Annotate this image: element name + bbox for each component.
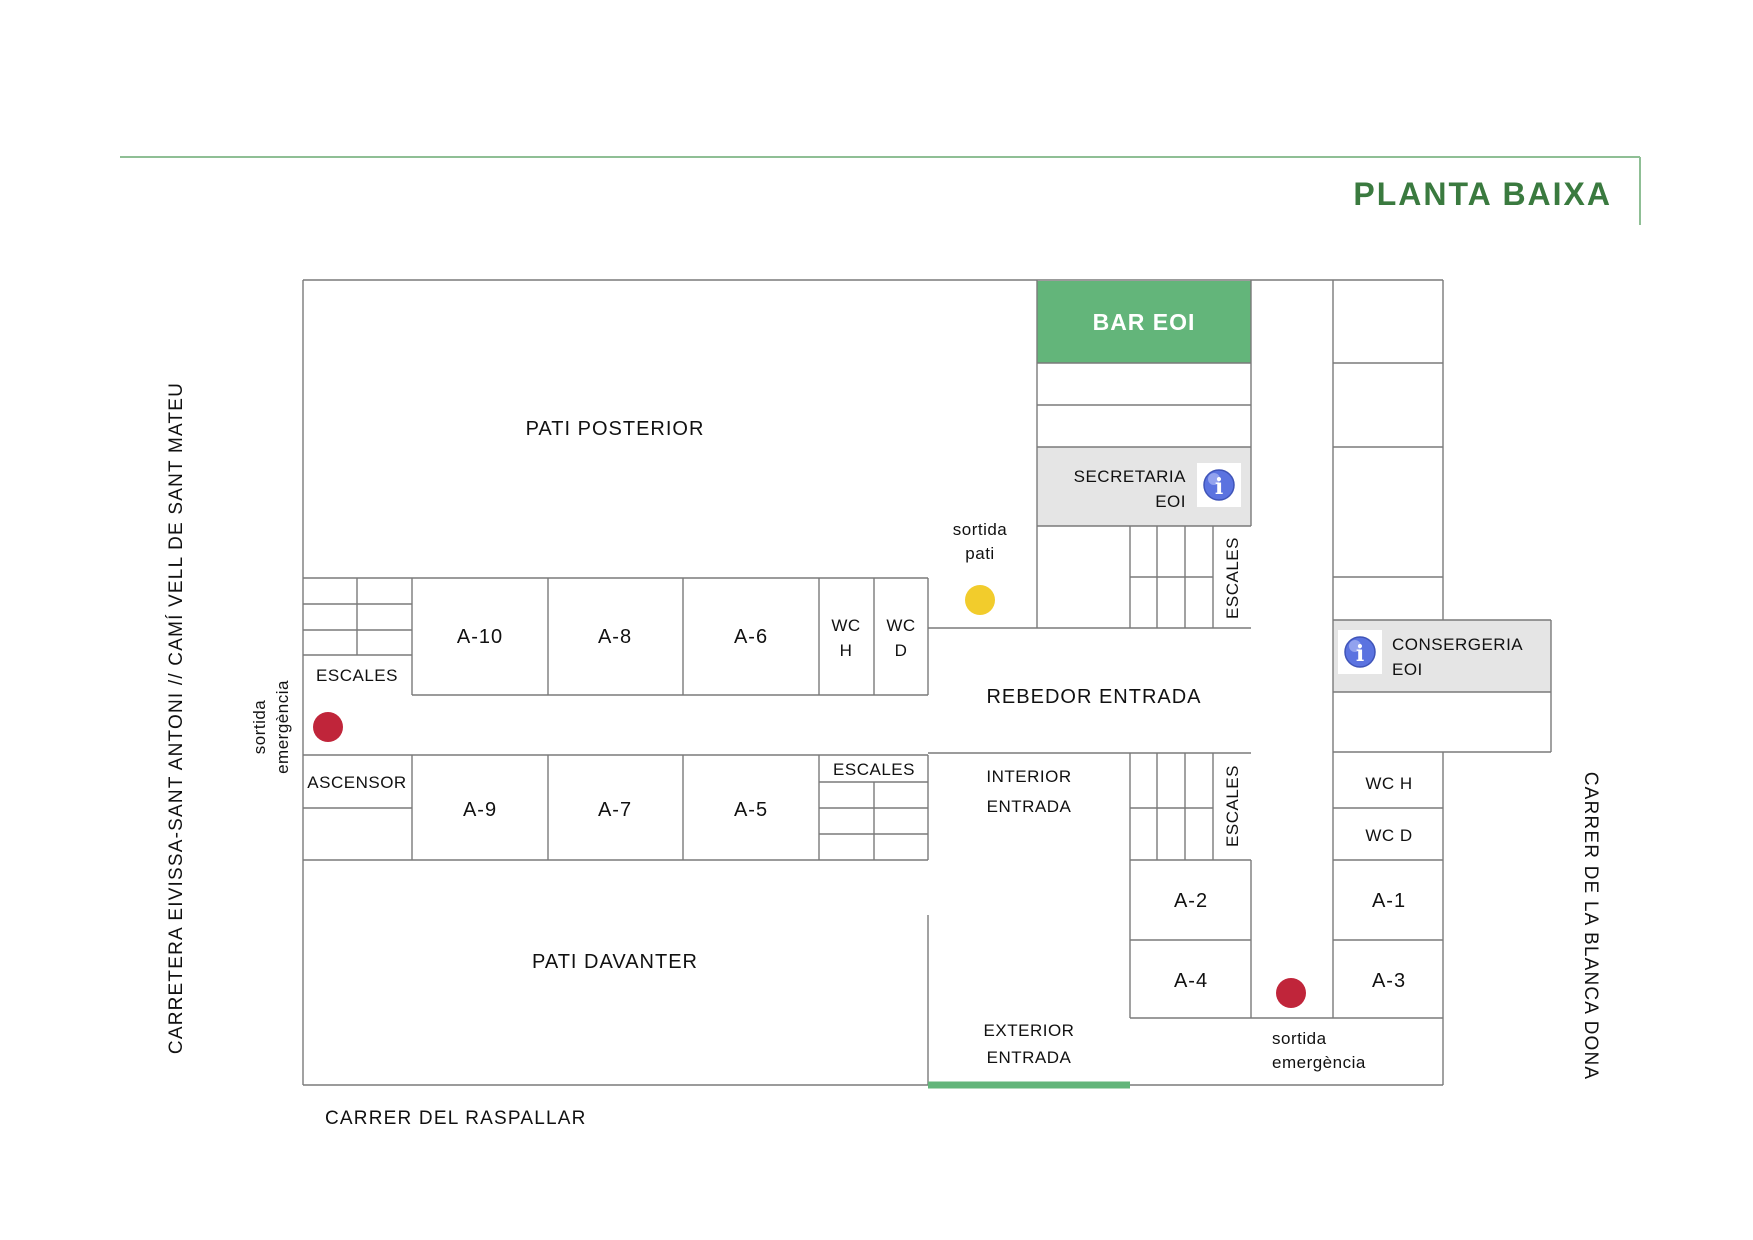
- emergency-exit-right-marker: [1276, 978, 1306, 1008]
- room-a10-label: A-10: [457, 626, 503, 648]
- patio-exit-label: sortida: [953, 520, 1008, 539]
- room-a9-label: A-9: [463, 799, 497, 821]
- rebedor-entrada-label: REBEDOR ENTRADA: [986, 686, 1201, 708]
- room-a7-label: A-7: [598, 799, 632, 821]
- wc-h-top-label-2: H: [840, 641, 853, 660]
- wc-d-right-label: WC D: [1365, 826, 1412, 845]
- street-left-label: CARRETERA EIVISSA-SANT ANTONI // CAMÍ VE…: [166, 382, 187, 1054]
- stairs-vertical-bottom-label: ESCALES: [1223, 765, 1242, 847]
- wc-h-right-label: WC H: [1365, 774, 1412, 793]
- ascensor-label: ASCENSOR: [307, 773, 406, 792]
- emergency-exit-right-label: sortida: [1272, 1029, 1327, 1048]
- page-title: PLANTA BAIXA: [1353, 176, 1612, 212]
- bar-eoi-label: BAR EOI: [1093, 309, 1196, 335]
- emergency-exit-left-label: sortida: [250, 700, 269, 755]
- patio-exit-label-2: pati: [965, 544, 994, 563]
- emergency-exit-left-label-2: emergència: [273, 680, 292, 774]
- info-icon: i: [1338, 630, 1382, 674]
- stairs-left-label: ESCALES: [316, 666, 398, 685]
- pati-posterior-label: PATI POSTERIOR: [526, 418, 705, 440]
- pati-davanter-label: PATI DAVANTER: [532, 951, 698, 973]
- svg-text:i: i: [1356, 641, 1364, 667]
- street-bottom-label: CARRER DEL RASPALLAR: [325, 1108, 587, 1129]
- bar-eoi-room: [1037, 281, 1251, 363]
- consergeria-label-2: EOI: [1392, 660, 1423, 679]
- room-a4-label: A-4: [1174, 970, 1208, 992]
- patio-exit-marker: [965, 585, 995, 615]
- walls: [302, 279, 1552, 1086]
- room-a8-label: A-8: [598, 626, 632, 648]
- room-a5-label: A-5: [734, 799, 768, 821]
- emergency-exit-left-marker: [313, 712, 343, 742]
- exterior-entrada-label: EXTERIOR: [984, 1021, 1075, 1040]
- exterior-entrada-label-2: ENTRADA: [987, 1048, 1072, 1067]
- stairs-vertical-top-label: ESCALES: [1223, 537, 1242, 619]
- room-a6-label: A-6: [734, 626, 768, 648]
- wc-h-top-label: WC: [831, 616, 860, 635]
- interior-entrada-label-2: ENTRADA: [987, 797, 1072, 816]
- wc-d-top-label-2: D: [895, 641, 908, 660]
- secretaria-label-2: EOI: [1155, 492, 1186, 511]
- interior-entrada-label: INTERIOR: [986, 767, 1071, 786]
- consergeria-label: CONSERGERIA: [1392, 635, 1523, 654]
- secretaria-label: SECRETARIA: [1074, 467, 1187, 486]
- info-icon: i: [1197, 463, 1241, 507]
- stairs-center-label: ESCALES: [833, 760, 915, 779]
- room-a1-label: A-1: [1372, 890, 1406, 912]
- room-a2-label: A-2: [1174, 890, 1208, 912]
- emergency-exit-right-label-2: emergència: [1272, 1053, 1366, 1072]
- room-a3-label: A-3: [1372, 970, 1406, 992]
- svg-text:i: i: [1215, 474, 1223, 500]
- street-right-label: CARRER DE LA BLANCA DONA: [1580, 772, 1601, 1081]
- wc-d-top-label: WC: [886, 616, 915, 635]
